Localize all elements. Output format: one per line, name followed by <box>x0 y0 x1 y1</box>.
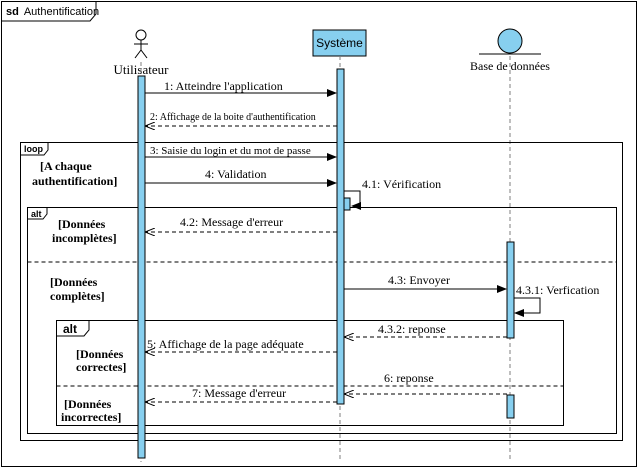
message-4-label: 4: Validation <box>205 167 266 181</box>
activation-system <box>336 68 345 405</box>
alt-inner-guard1-line1: [Données <box>76 347 124 361</box>
message-2-label: 2: Affichage de la boite d'authentificat… <box>150 112 316 123</box>
alt-inner-guard2-line1: [Données <box>64 397 112 411</box>
message-4-1-label: 4.1: Vérification <box>362 177 441 191</box>
alt-outer-guard2-line1: [Données <box>50 275 98 289</box>
message-3-label: 3: Saisie du login et du mot de passe <box>150 145 311 157</box>
loop-fragment-tab <box>20 142 49 156</box>
alt-inner-guard2-line2: incorrectes] <box>61 410 121 424</box>
loop-fragment <box>20 142 623 441</box>
message-4-3-1-arrow <box>514 297 541 317</box>
activation-database <box>506 241 515 339</box>
loop-guard-line2: authentification] <box>32 174 117 188</box>
loop-guard-line1: [A chaque <box>40 159 92 173</box>
message-1-label: 1: Atteindre l'application <box>164 79 283 93</box>
message-4-2-label: 4.2: Message d'erreur <box>180 215 283 229</box>
message-4-3-2-label: 4.3.2: reponse <box>378 322 446 336</box>
activation-user <box>137 75 146 459</box>
message-6-label: 6: reponse <box>384 371 434 385</box>
message-7-label: 7: Message d'erreur <box>192 386 286 400</box>
participant-system-label: Système <box>316 36 363 50</box>
sd-keyword: sd <box>6 6 19 18</box>
alt-outer-guard2-line2: complètes] <box>50 289 105 303</box>
loop-keyword: loop <box>24 144 43 154</box>
message-4-3-label: 4.3: Envoyer <box>388 273 450 287</box>
database-entity-icon <box>479 28 541 55</box>
activation-system-nested <box>343 197 351 211</box>
activation-database-2 <box>506 394 515 419</box>
message-5-label: 5: Affichage de la page adéquate <box>147 337 304 351</box>
actor-icon <box>134 29 148 59</box>
alt-outer-guard1-line1: [Données <box>58 217 106 231</box>
sd-frame-tab <box>1 1 97 22</box>
message-4-3-1-label: 4.3.1: Verfication <box>516 283 599 297</box>
alt-outer-keyword: alt <box>31 209 42 219</box>
alt-outer-tab <box>27 207 48 220</box>
alt-fragment-inner <box>56 320 564 426</box>
alt-inner-keyword: alt <box>63 322 77 336</box>
message-4-1-arrow <box>344 190 361 210</box>
alt-inner-tab <box>56 320 90 337</box>
alt-outer-guard1-line2: incomplètes] <box>52 231 117 245</box>
alt-inner-guard1-line2: correctes] <box>76 360 126 374</box>
sd-title: Authentification <box>24 6 99 18</box>
alt-fragment-outer <box>27 207 617 434</box>
